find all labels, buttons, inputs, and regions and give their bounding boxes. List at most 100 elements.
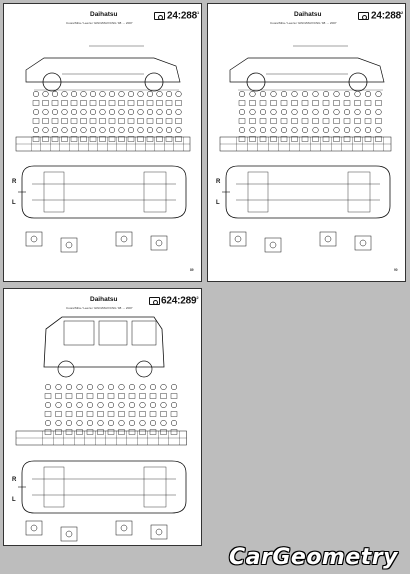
- measurement-box: [51, 136, 59, 142]
- measurement-box: [291, 118, 298, 124]
- side-letter-l: L: [12, 497, 16, 503]
- reference-point-marker: [280, 126, 288, 134]
- measurement-box: [170, 429, 178, 435]
- measurement-box: [354, 100, 361, 106]
- reference-point-marker: [108, 90, 116, 98]
- measurement-box: [175, 118, 182, 124]
- chassis-outline: [25, 57, 181, 83]
- page-number: 89: [190, 268, 194, 272]
- underbody-outline: [225, 165, 391, 219]
- measurement-box: [160, 429, 167, 435]
- door-window: [63, 320, 95, 346]
- measurement-box: [291, 100, 298, 106]
- reference-point-marker: [270, 90, 277, 98]
- reference-point-marker: [80, 108, 87, 116]
- camera-icon: [154, 12, 165, 20]
- page-subtitle: Cuore/Mira / Leeza / GINO/MAX/CNG '98 → …: [66, 306, 133, 310]
- measurement-box: [139, 429, 146, 435]
- side-letter-r: R: [216, 179, 221, 185]
- underbody-diagram: [219, 45, 392, 253]
- measurement-box: [42, 136, 49, 142]
- reference-point-marker: [99, 108, 106, 116]
- reference-point-marker: [76, 401, 83, 409]
- reference-point-marker: [118, 90, 125, 98]
- reference-point-marker: [55, 383, 62, 391]
- reference-point-marker: [86, 419, 94, 427]
- measurement-box: [146, 100, 154, 106]
- reference-point-marker: [108, 108, 116, 116]
- reference-point-marker: [146, 108, 154, 116]
- wheel: [246, 72, 266, 92]
- page-subtitle: Cuore/Mira / Leeza / GINO/MAX/CNG '98 → …: [270, 21, 337, 25]
- reference-point-marker: [55, 401, 62, 409]
- measurement-box: [165, 136, 173, 142]
- measurement-box: [97, 429, 104, 435]
- reference-point-marker: [291, 126, 298, 134]
- measurement-box: [364, 100, 372, 106]
- reference-point-marker: [238, 90, 246, 98]
- measurement-box: [55, 429, 62, 435]
- measurement-box: [137, 118, 144, 124]
- side-letter-l: L: [216, 200, 220, 206]
- reference-point-marker: [44, 383, 52, 391]
- manual-page-1: Daihatsu Cuore/Mira / Leeza / GINO/MAX/C…: [3, 3, 202, 282]
- reference-point-marker: [128, 401, 136, 409]
- reference-point-marker: [375, 126, 382, 134]
- reference-point-marker: [343, 108, 351, 116]
- reference-point-marker: [139, 401, 146, 409]
- measurement-box: [249, 118, 256, 124]
- measurement-box: [375, 100, 382, 106]
- detail-view: [60, 526, 78, 542]
- measurement-box: [89, 100, 97, 106]
- wheel: [135, 360, 153, 378]
- reference-point-marker: [322, 90, 330, 98]
- reference-point-marker: [170, 401, 178, 409]
- reference-point-marker: [146, 90, 154, 98]
- measurement-box: [312, 100, 319, 106]
- measurement-box: [108, 118, 116, 124]
- detail-view: [25, 520, 43, 536]
- reference-point-marker: [139, 383, 146, 391]
- measurement-box: [301, 100, 309, 106]
- manual-page-3: Daihatsu Cuore/Mira / Leeza / GINO/MAX/C…: [3, 288, 202, 546]
- measurement-box: [301, 118, 309, 124]
- reference-point-marker: [165, 126, 173, 134]
- reference-point-marker: [65, 401, 73, 409]
- measurement-box: [137, 100, 144, 106]
- measurement-box: [86, 411, 94, 417]
- page-code: 624:2892: [161, 295, 199, 307]
- measurement-box: [149, 411, 157, 417]
- measurement-box: [128, 429, 136, 435]
- chassis-outline: [229, 57, 385, 83]
- measurement-box: [80, 100, 87, 106]
- reference-point-marker: [156, 108, 163, 116]
- measurement-box: [70, 118, 78, 124]
- measurement-box: [280, 136, 288, 142]
- reference-point-marker: [160, 419, 167, 427]
- reference-point-marker: [259, 108, 267, 116]
- detail-view: [115, 520, 133, 536]
- subframe: [143, 466, 167, 508]
- reference-point-marker: [270, 108, 277, 116]
- wheel: [144, 72, 164, 92]
- bolt-detail: [65, 241, 73, 249]
- measurement-box: [322, 118, 330, 124]
- reference-point-marker: [312, 90, 319, 98]
- measurement-box: [312, 118, 319, 124]
- reference-point-marker: [42, 126, 49, 134]
- measurement-box: [170, 411, 178, 417]
- reference-point-marker: [89, 126, 97, 134]
- reference-point-marker: [61, 108, 68, 116]
- reference-point-marker: [259, 126, 267, 134]
- measurement-box: [175, 100, 182, 106]
- detail-view: [150, 235, 168, 251]
- measurement-box: [343, 118, 351, 124]
- reference-point-marker: [160, 401, 167, 409]
- measurement-box: [32, 118, 40, 124]
- reference-point-marker: [32, 108, 40, 116]
- reference-point-marker: [259, 90, 267, 98]
- side-letter-r: R: [12, 477, 17, 483]
- reference-point-marker: [170, 383, 178, 391]
- measurement-box: [80, 136, 87, 142]
- reference-point-marker: [137, 90, 144, 98]
